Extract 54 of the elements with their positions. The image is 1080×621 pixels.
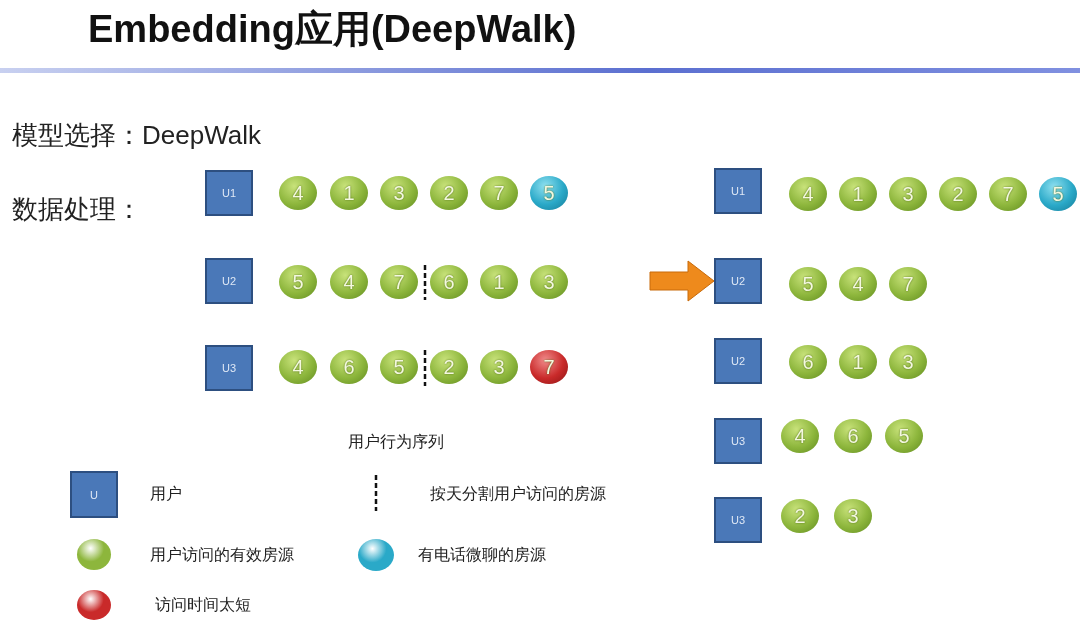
user-box: U2 [714, 338, 762, 384]
listing-ball: 5 [380, 350, 418, 384]
listing-ball: 2 [939, 177, 977, 211]
listing-ball: 4 [789, 177, 827, 211]
listing-ball: 6 [789, 345, 827, 379]
listing-ball: 7 [889, 267, 927, 301]
listing-ball: 2 [430, 350, 468, 384]
listing-ball: 5 [789, 267, 827, 301]
listing-ball: 7 [989, 177, 1027, 211]
listing-ball: 5 [1039, 177, 1077, 211]
listing-ball: 2 [430, 176, 468, 210]
user-box: U3 [714, 497, 762, 543]
listing-ball: 4 [839, 267, 877, 301]
legend-label: 访问时间太短 [155, 595, 251, 615]
listing-ball: 6 [834, 419, 872, 453]
listing-ball: 3 [889, 345, 927, 379]
listing-ball: 7 [530, 350, 568, 384]
listing-ball: 7 [480, 176, 518, 210]
listing-ball: 1 [839, 177, 877, 211]
user-box: U1 [714, 168, 762, 214]
user-box: U [70, 471, 118, 518]
listing-ball: 3 [889, 177, 927, 211]
arrow [649, 260, 715, 302]
listing-ball: 3 [834, 499, 872, 533]
listing-ball: 3 [380, 176, 418, 210]
listing-ball: 4 [279, 350, 317, 384]
listing-ball: 6 [430, 265, 468, 299]
listing-ball: 3 [480, 350, 518, 384]
listing-ball: 5 [530, 176, 568, 210]
listing-ball: 4 [330, 265, 368, 299]
listing-ball: 2 [781, 499, 819, 533]
slide-title: Embedding应用(DeepWalk) [88, 7, 577, 52]
user-box: U1 [205, 170, 253, 216]
legend-label: 用户访问的有效房源 [150, 545, 294, 565]
user-box: U2 [714, 258, 762, 304]
listing-ball: 5 [279, 265, 317, 299]
listing-ball: 5 [885, 419, 923, 453]
listing-ball: 6 [330, 350, 368, 384]
user-box: U2 [205, 258, 253, 304]
user-box: U3 [714, 418, 762, 464]
listing-ball: 4 [279, 176, 317, 210]
listing-ball: 4 [781, 419, 819, 453]
listing-ball: 3 [530, 265, 568, 299]
caption-label: 用户行为序列 [348, 432, 444, 452]
listing-ball: 7 [380, 265, 418, 299]
section-label: 模型选择：DeepWalk [12, 119, 261, 152]
legend-label: 按天分割用户访问的房源 [430, 484, 606, 504]
user-box: U3 [205, 345, 253, 391]
section-label: 数据处理： [12, 193, 142, 226]
legend-label: 有电话微聊的房源 [418, 545, 546, 565]
listing-ball: 1 [480, 265, 518, 299]
legend-label: 用户 [150, 484, 182, 504]
listing-ball: 1 [330, 176, 368, 210]
listing-ball: 1 [839, 345, 877, 379]
